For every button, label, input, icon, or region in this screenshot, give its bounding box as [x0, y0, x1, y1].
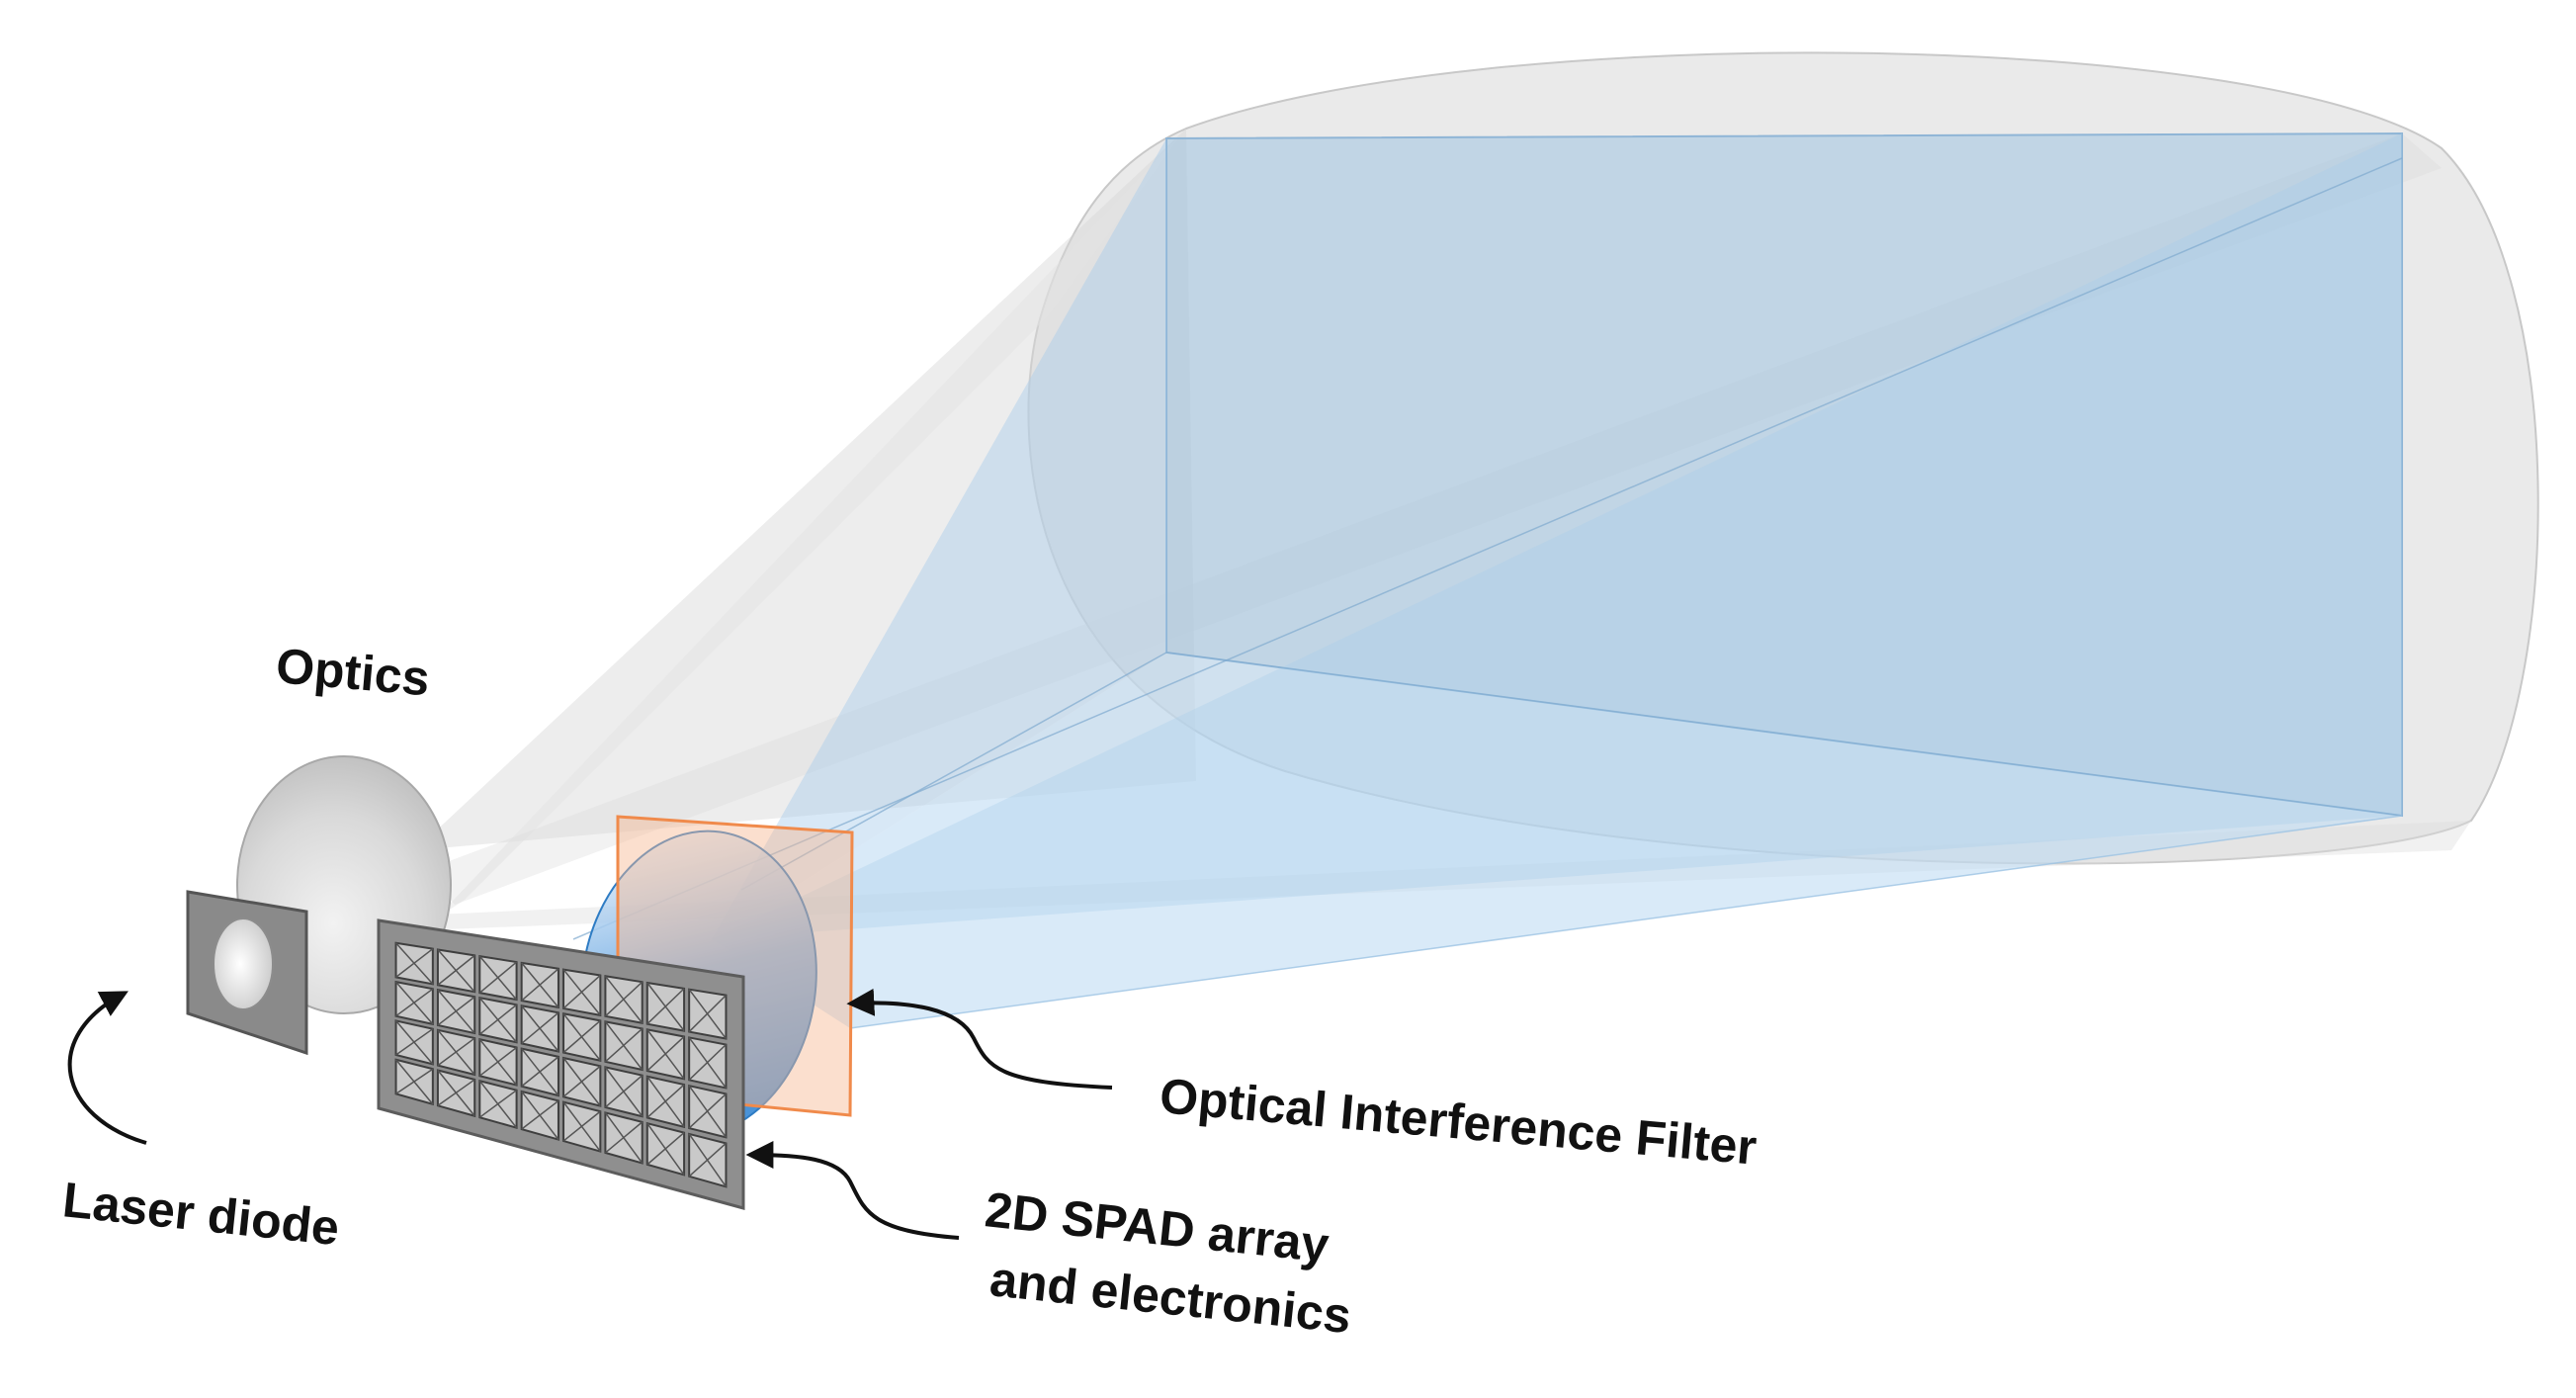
spad-pixel — [604, 1111, 644, 1165]
spad-pixel — [688, 1036, 728, 1090]
laser-diode-label: Laser diode — [60, 1172, 342, 1256]
spad-pixel — [604, 975, 644, 1024]
spad-array-arrow — [745, 1141, 960, 1240]
spad-array-chip — [377, 918, 745, 1210]
spad-pixel — [520, 1047, 559, 1097]
spad-pixel-grid — [394, 941, 728, 1188]
spad-pixel — [604, 1066, 644, 1118]
spad-pixel — [562, 1012, 602, 1062]
spad-pixel — [436, 1028, 476, 1077]
spad-pixel — [436, 948, 476, 994]
spad-pixel — [645, 1075, 686, 1129]
optics-label: Optics — [274, 638, 432, 706]
spad-pixel — [562, 1056, 602, 1107]
spad-pixel — [436, 988, 476, 1035]
spad-pixel — [478, 1037, 518, 1087]
spad-pixel — [394, 941, 434, 986]
spad-pixel — [478, 996, 518, 1044]
optical-interference-filter-label: Optical Interference Filter — [1158, 1068, 1759, 1176]
spad-pixel — [688, 1084, 728, 1139]
spad-pixel — [688, 1132, 728, 1188]
laser-diode-arrow — [67, 991, 147, 1145]
filter-arrow — [846, 988, 1113, 1090]
spad-pixel — [562, 968, 602, 1017]
spad-pixel — [436, 1069, 476, 1118]
receiver-field-of-view — [572, 131, 2403, 1029]
laser-emitter — [213, 917, 274, 1010]
spad-pixel — [520, 1090, 559, 1141]
spad-pixel — [562, 1100, 602, 1153]
spad-pixel — [478, 954, 518, 1002]
spad-pixel — [688, 988, 728, 1040]
spad-pixel — [394, 1019, 434, 1066]
spad-pixel — [645, 1028, 686, 1081]
spad-pixel — [520, 1005, 559, 1053]
spad-pixel — [604, 1020, 644, 1072]
spad-pixel — [645, 981, 686, 1032]
spad-pixel — [394, 980, 434, 1026]
spad-pixel — [645, 1121, 686, 1177]
spad-pixel — [478, 1079, 518, 1130]
laser-diode — [186, 890, 308, 1056]
spad-pixel — [394, 1058, 434, 1106]
spad-pixel — [520, 961, 559, 1009]
